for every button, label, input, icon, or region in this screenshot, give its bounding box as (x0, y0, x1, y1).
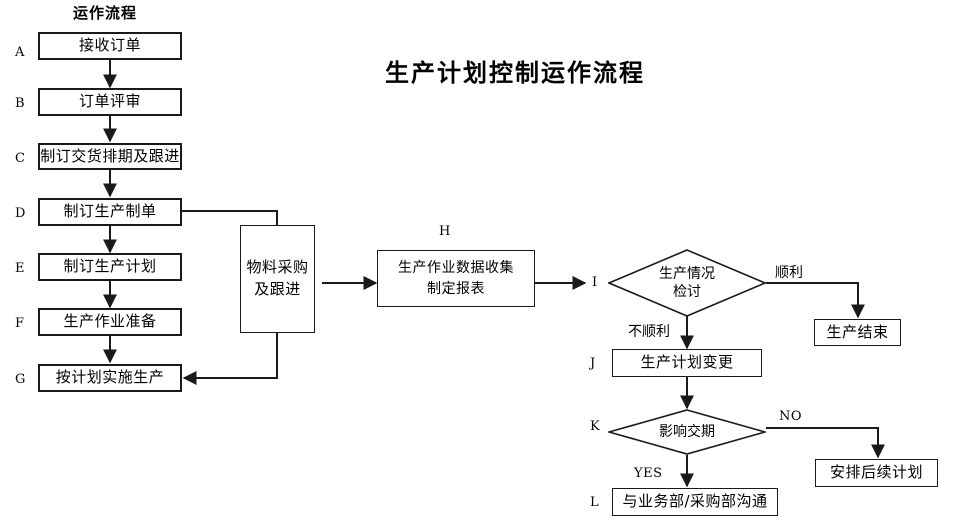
node-material-purchase-line1: 物料采购 (246, 258, 309, 277)
decision-k-affects-delivery[interactable]: 影响交期 (608, 409, 766, 455)
decision-k-text: 影响交期 (659, 423, 715, 441)
step-label-l: L (590, 495, 599, 510)
step-label-b: B (15, 96, 25, 111)
node-f-label: 生产作业准备 (63, 312, 157, 331)
node-j-plan-change[interactable]: 生产计划变更 (612, 349, 762, 377)
node-h-line2: 制定报表 (427, 280, 485, 297)
decision-i-line1: 生产情况 (659, 265, 715, 282)
node-g-execute-production[interactable]: 按计划实施生产 (38, 364, 182, 392)
edge-label-i-not-smooth: 不顺利 (628, 324, 670, 340)
node-production-end-label: 生产结束 (826, 322, 889, 341)
node-l-label: 与业务部/采购部沟通 (622, 492, 768, 511)
node-followup-plan-label: 安排后续计划 (829, 463, 923, 482)
node-b-label: 订单评审 (78, 92, 141, 111)
node-e-label: 制订生产计划 (63, 257, 157, 276)
decision-k-label: 影响交期 (659, 423, 715, 440)
node-c-delivery-schedule[interactable]: 制订交货排期及跟进 (38, 143, 182, 170)
node-h-line1: 生产作业数据收集 (398, 260, 514, 277)
node-g-label: 按计划实施生产 (55, 368, 165, 387)
step-label-c: C (15, 151, 25, 166)
node-production-end[interactable]: 生产结束 (814, 319, 901, 346)
page-title: 生产计划控制运作流程 (385, 59, 645, 87)
node-f-production-prep[interactable]: 生产作业准备 (38, 308, 182, 336)
node-l-communicate[interactable]: 与业务部/采购部沟通 (612, 488, 778, 516)
node-j-label: 生产计划变更 (640, 353, 734, 372)
node-material-purchase[interactable]: 物料采购 及跟进 (240, 225, 315, 333)
node-a-label: 接收订单 (78, 36, 141, 55)
column-header-operation-flow: 运作流程 (73, 4, 138, 22)
step-label-f: F (15, 316, 25, 331)
step-label-a: A (15, 45, 25, 60)
step-label-g: G (15, 372, 26, 387)
edge-label-k-yes: YES (634, 466, 663, 481)
decision-i-line2: 检讨 (673, 284, 701, 300)
node-a-receive-order[interactable]: 接收订单 (38, 32, 182, 60)
decision-i-text: 生产情况 检讨 (659, 265, 715, 301)
diamond-shape-i (608, 249, 766, 317)
node-d-label: 制订生产制单 (63, 202, 157, 221)
step-label-e: E (15, 261, 25, 276)
node-b-order-review[interactable]: 订单评审 (38, 88, 182, 116)
diamond-shape-k (608, 409, 766, 455)
node-followup-plan[interactable]: 安排后续计划 (815, 459, 938, 487)
node-c-label: 制订交货排期及跟进 (40, 146, 180, 165)
edge-label-k-no: NO (779, 409, 803, 424)
node-h-data-collection[interactable]: 生产作业数据收集 制定报表 (377, 250, 535, 307)
node-e-production-plan[interactable]: 制订生产计划 (38, 253, 182, 281)
step-label-d: D (15, 206, 26, 221)
edge-label-i-smooth: 顺利 (775, 265, 803, 281)
node-d-production-order[interactable]: 制订生产制单 (38, 198, 182, 226)
step-label-i: I (592, 275, 598, 290)
node-material-purchase-line2: 及跟进 (254, 280, 301, 298)
step-label-h: H (439, 224, 451, 239)
step-label-k: K (590, 419, 600, 434)
step-label-j: J (590, 356, 596, 371)
decision-i-production-status[interactable]: 生产情况 检讨 (608, 249, 766, 317)
